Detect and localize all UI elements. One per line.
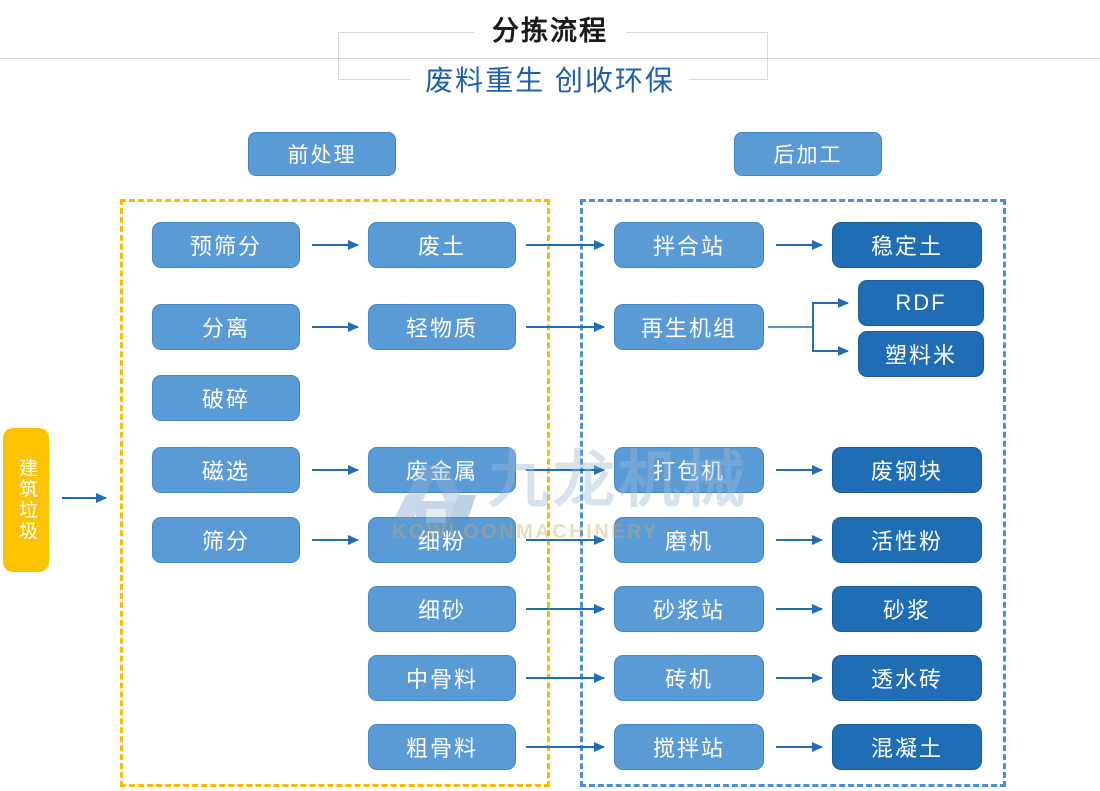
page-subtitle-text: 废料重生 创收环保: [411, 65, 689, 96]
arrow-recycling-unit-to-rdf: [812, 298, 849, 308]
node-product-active-powder: 活性粉: [832, 517, 982, 563]
node-equipment-mill: 磨机: [614, 517, 764, 563]
node-process-screening: 筛分: [152, 517, 300, 563]
node-label: 稳定土: [870, 234, 943, 259]
stage-label-post-processing: 后加工: [734, 132, 882, 176]
node-product-rdf: RDF: [858, 280, 984, 326]
node-product-permeable-brick: 透水砖: [832, 655, 982, 701]
node-process-pre-screening: 预筛分: [152, 222, 300, 268]
node-label: 轻物质: [405, 316, 478, 341]
node-label: 磨机: [664, 529, 713, 554]
arrow-concrete-station-to-concrete: [776, 742, 823, 752]
stage-pre-text: 前处理: [287, 144, 357, 167]
arrow-fine-sand-to-mortar-station: [526, 604, 605, 614]
node-equipment-mortar-station: 砂浆站: [614, 586, 764, 632]
node-label: 塑料米: [884, 343, 957, 368]
node-label: 细砂: [417, 598, 466, 623]
node-label: 混凝土: [870, 736, 943, 761]
node-equipment-brick-machine: 砖机: [614, 655, 764, 701]
page-title-text: 分拣流程: [474, 16, 626, 46]
arrow-screening-to-fine-powder: [312, 535, 359, 545]
node-product-concrete: 混凝土: [832, 724, 982, 770]
node-label: 分离: [201, 316, 250, 341]
input-node-label: 建筑垃圾: [16, 458, 37, 542]
stage-post-text: 后加工: [773, 144, 843, 167]
arrow-recycling-unit-to-plastic-pellets: [812, 346, 849, 356]
node-material-fine-powder: 细粉: [368, 517, 516, 563]
branch-riser-recycling-unit: [812, 303, 814, 351]
arrow-input-to-pre: [62, 493, 107, 503]
group-container-pre-processing: [120, 199, 550, 787]
arrow-pre-screening-to-waste-soil: [312, 240, 359, 250]
node-label: 搅拌站: [652, 736, 725, 761]
arrow-fine-powder-to-mill: [526, 535, 605, 545]
node-label: 预筛分: [189, 234, 262, 259]
node-material-scrap-metal: 废金属: [368, 447, 516, 493]
node-label: 砂浆站: [652, 598, 725, 623]
node-label: 废金属: [405, 459, 478, 484]
node-material-light-material: 轻物质: [368, 304, 516, 350]
node-label: 再生机组: [640, 316, 737, 341]
page-title: 分拣流程: [0, 14, 1100, 48]
arrow-mortar-station-to-mortar: [776, 604, 823, 614]
node-label: 废钢块: [870, 459, 943, 484]
node-label: 活性粉: [870, 529, 943, 554]
node-label: 砖机: [664, 667, 713, 692]
node-label: 打包机: [652, 459, 725, 484]
arrow-medium-aggregate-to-brick-machine: [526, 673, 605, 683]
node-product-plastic-pellets: 塑料米: [858, 331, 984, 377]
node-process-crushing: 破碎: [152, 375, 300, 421]
arrow-brick-machine-to-permeable-brick: [776, 673, 823, 683]
node-label: 粗骨料: [405, 736, 478, 761]
node-label: 透水砖: [870, 667, 943, 692]
arrow-coarse-aggregate-to-concrete-station: [526, 742, 605, 752]
arrow-mixing-station-to-stabilized-soil: [776, 240, 823, 250]
node-process-separation: 分离: [152, 304, 300, 350]
group-container-post-processing: [580, 199, 1006, 787]
stage-label-pre-processing: 前处理: [248, 132, 396, 176]
arrow-baler-to-scrap-steel-block: [776, 465, 823, 475]
arrow-waste-soil-to-mixing-station: [526, 240, 605, 250]
arrow-scrap-metal-to-baler: [526, 465, 605, 475]
arrow-light-material-to-recycling-unit: [526, 322, 605, 332]
node-equipment-recycling-unit: 再生机组: [614, 304, 764, 350]
branch-stem-recycling-unit: [768, 326, 814, 328]
node-label: 砂浆: [882, 598, 931, 623]
node-material-fine-sand: 细砂: [368, 586, 516, 632]
node-label: 拌合站: [652, 234, 725, 259]
input-node-construction-waste: 建筑垃圾: [3, 428, 49, 572]
node-product-scrap-steel-block: 废钢块: [832, 447, 982, 493]
node-label: 中骨料: [405, 667, 478, 692]
page-subtitle: 废料重生 创收环保: [0, 64, 1100, 98]
node-material-waste-soil: 废土: [368, 222, 516, 268]
node-material-coarse-aggregate: 粗骨料: [368, 724, 516, 770]
node-label: 破碎: [201, 387, 250, 412]
node-label: 磁选: [201, 459, 250, 484]
header-rule: [0, 58, 1100, 59]
node-label: 废土: [417, 234, 466, 259]
node-label: RDF: [895, 290, 947, 315]
arrow-magnetic-to-scrap-metal: [312, 465, 359, 475]
node-label: 筛分: [201, 529, 250, 554]
node-equipment-baler: 打包机: [614, 447, 764, 493]
node-process-magnetic-separation: 磁选: [152, 447, 300, 493]
node-material-medium-aggregate: 中骨料: [368, 655, 516, 701]
node-label: 细粉: [417, 529, 466, 554]
arrow-mill-to-active-powder: [776, 535, 823, 545]
node-equipment-mixing-station: 拌合站: [614, 222, 764, 268]
node-product-stabilized-soil: 稳定土: [832, 222, 982, 268]
node-equipment-concrete-station: 搅拌站: [614, 724, 764, 770]
node-product-mortar: 砂浆: [832, 586, 982, 632]
arrow-separation-to-light-material: [312, 322, 359, 332]
